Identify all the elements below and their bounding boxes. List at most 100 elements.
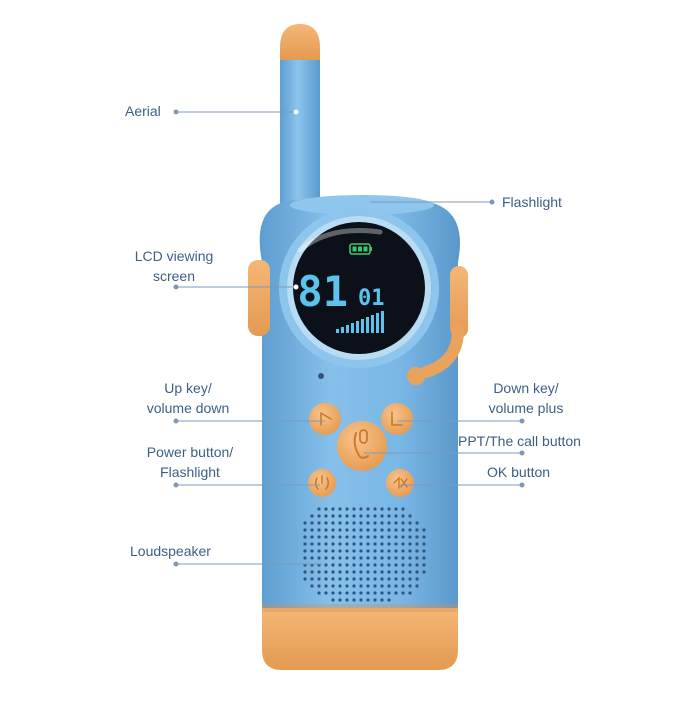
speaker-hole <box>359 591 363 595</box>
bottom-base <box>262 604 458 670</box>
speaker-hole <box>401 535 405 539</box>
speaker-hole <box>317 556 321 560</box>
speaker-hole <box>387 542 391 546</box>
up-key-button[interactable] <box>309 403 341 435</box>
speaker-hole <box>415 577 419 581</box>
speaker-hole <box>401 556 405 560</box>
speaker-hole <box>394 535 398 539</box>
speaker-hole <box>345 549 349 553</box>
speaker-hole <box>408 570 412 574</box>
speaker-hole <box>394 542 398 546</box>
speaker-hole <box>373 577 377 581</box>
speaker-hole <box>415 542 419 546</box>
speaker-hole <box>359 570 363 574</box>
lcd-channel: 81 <box>297 267 348 316</box>
speaker-hole <box>331 563 335 567</box>
speaker-hole <box>352 542 356 546</box>
speaker-hole <box>338 549 342 553</box>
speaker-hole <box>331 542 335 546</box>
speaker-hole <box>373 570 377 574</box>
speaker-hole <box>303 542 307 546</box>
speaker-hole <box>352 528 356 532</box>
speaker-hole <box>408 563 412 567</box>
speaker-hole <box>310 577 314 581</box>
speaker-hole <box>380 528 384 532</box>
speaker-hole <box>380 556 384 560</box>
speaker-hole <box>401 549 405 553</box>
ppt-call-button[interactable] <box>337 421 387 471</box>
speaker-hole <box>345 570 349 574</box>
speaker-hole <box>394 514 398 518</box>
speaker-hole <box>331 577 335 581</box>
label-down-key: Down key/ volume plus <box>488 380 564 416</box>
speaker-hole <box>352 556 356 560</box>
label-loudspeaker: Loudspeaker <box>130 543 211 559</box>
speaker-hole <box>352 598 356 602</box>
speaker-hole <box>422 542 426 546</box>
speaker-hole <box>366 514 370 518</box>
body-top-highlight <box>290 195 434 215</box>
speaker-hole <box>394 591 398 595</box>
speaker-hole <box>338 584 342 588</box>
speaker-hole <box>331 528 335 532</box>
speaker-hole <box>366 507 370 511</box>
speaker-hole <box>352 577 356 581</box>
speaker-hole <box>359 535 363 539</box>
speaker-hole <box>401 577 405 581</box>
speaker-hole <box>366 598 370 602</box>
speaker-hole <box>324 535 328 539</box>
speaker-hole <box>352 549 356 553</box>
speaker-hole <box>373 514 377 518</box>
speaker-hole <box>331 549 335 553</box>
speaker-hole <box>345 563 349 567</box>
down-key-button[interactable] <box>381 403 413 435</box>
battery-icon <box>349 243 372 255</box>
speaker-hole <box>324 563 328 567</box>
speaker-hole <box>324 591 328 595</box>
speaker-hole <box>387 598 391 602</box>
speaker-hole <box>331 514 335 518</box>
ok-button[interactable] <box>386 469 414 497</box>
speaker-hole <box>387 535 391 539</box>
speaker-hole <box>352 514 356 518</box>
speaker-hole <box>310 514 314 518</box>
speaker-hole <box>317 528 321 532</box>
speaker-hole <box>401 563 405 567</box>
speaker-hole <box>401 542 405 546</box>
speaker-hole <box>359 521 363 525</box>
speaker-hole <box>422 549 426 553</box>
speaker-hole <box>345 577 349 581</box>
speaker-hole <box>401 521 405 525</box>
label-ppt: PPT/The call button <box>458 433 581 449</box>
speaker-hole <box>380 584 384 588</box>
speaker-hole <box>317 584 321 588</box>
speaker-hole <box>324 507 328 511</box>
speaker-hole <box>408 556 412 560</box>
speaker-hole <box>317 549 321 553</box>
speaker-hole <box>310 556 314 560</box>
speaker-hole <box>394 577 398 581</box>
speaker-hole <box>380 577 384 581</box>
speaker-hole <box>394 507 398 511</box>
speaker-hole <box>415 521 419 525</box>
speaker-hole <box>352 507 356 511</box>
speaker-hole <box>387 570 391 574</box>
speaker-hole <box>366 556 370 560</box>
speaker-hole <box>394 521 398 525</box>
speaker-hole <box>310 570 314 574</box>
speaker-hole <box>303 577 307 581</box>
leader-lines <box>173 109 525 567</box>
speaker-hole <box>338 535 342 539</box>
speaker-hole <box>380 598 384 602</box>
speaker-hole <box>401 591 405 595</box>
speaker-hole <box>408 577 412 581</box>
speaker-hole <box>359 577 363 581</box>
speaker-hole <box>408 542 412 546</box>
speaker-hole <box>359 549 363 553</box>
leader-flashlight-dot <box>489 199 495 205</box>
speaker-hole <box>401 507 405 511</box>
speaker-hole <box>373 542 377 546</box>
speaker-hole <box>373 549 377 553</box>
power-flashlight-button[interactable] <box>308 469 336 497</box>
leader-up-dot <box>173 418 179 424</box>
